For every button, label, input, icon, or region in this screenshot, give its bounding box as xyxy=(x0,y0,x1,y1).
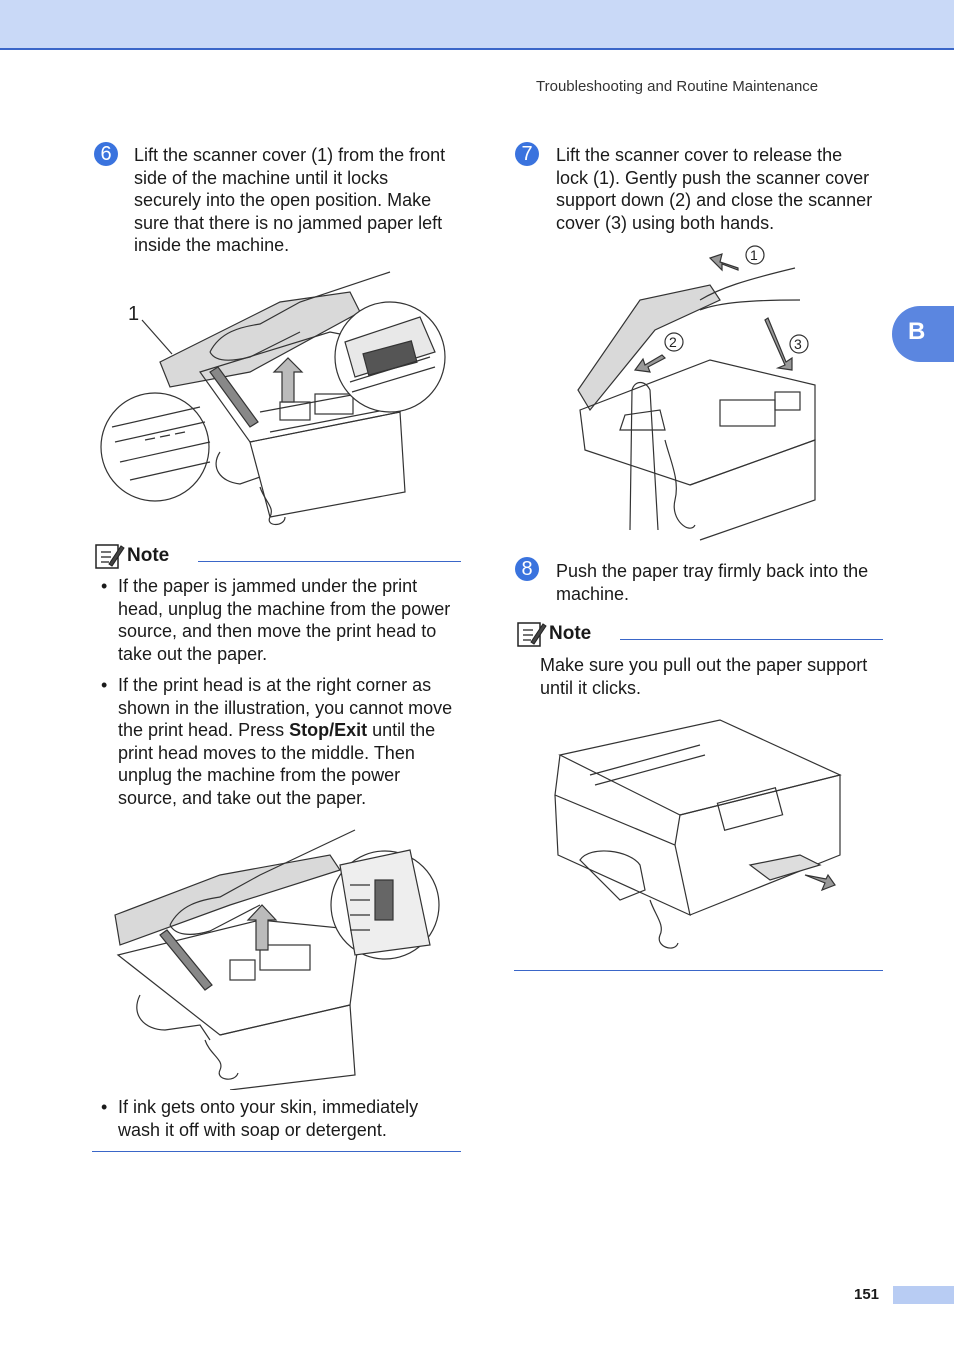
paper-tray-illustration xyxy=(554,719,842,949)
callout-3: 3 xyxy=(789,334,809,354)
page-number-bar xyxy=(893,1286,954,1304)
print-head-illustration xyxy=(114,829,440,1090)
note-2-header: Note xyxy=(517,620,883,648)
note-2-text: Make sure you pull out the paper support… xyxy=(540,655,868,698)
note-2-label: Note xyxy=(549,623,592,644)
callout-1-label: 1 xyxy=(128,303,139,325)
stop-exit-key: Stop/Exit xyxy=(289,720,368,740)
note-2-rule xyxy=(620,639,883,640)
page-number: 151 xyxy=(854,1286,880,1303)
step-8-badge: 8 xyxy=(515,557,539,581)
header-band xyxy=(0,0,954,50)
chapter-tab: B xyxy=(892,306,954,362)
note-1-end-rule xyxy=(92,1151,461,1152)
step-8-text: Push the paper tray firmly back into the… xyxy=(556,561,869,604)
note-1-label: Note xyxy=(127,545,170,566)
note-1-rule xyxy=(198,561,461,562)
callout-2: 2 xyxy=(664,332,684,352)
svg-text:2: 2 xyxy=(669,334,677,350)
step-8-end-rule xyxy=(514,970,883,971)
svg-text:1: 1 xyxy=(750,247,758,263)
callout-1: 1 xyxy=(745,245,765,265)
note-1-header: Note xyxy=(95,542,461,570)
step-6-text: Lift the scanner cover (1) from the fron… xyxy=(134,145,446,255)
chapter-tab-letter: B xyxy=(908,318,926,345)
step-6-badge: 6 xyxy=(94,142,118,166)
step-7-badge: 7 xyxy=(515,142,539,166)
note-pencil-icon xyxy=(517,622,547,647)
chapter-title: Troubleshooting and Routine Maintenance xyxy=(536,78,819,95)
scanner-cover-close-illustration: 1 2 3 xyxy=(577,245,816,541)
note-pencil-icon xyxy=(95,544,125,569)
scanner-cover-lift-illustration: 1 xyxy=(100,271,446,526)
svg-text:3: 3 xyxy=(794,336,802,352)
